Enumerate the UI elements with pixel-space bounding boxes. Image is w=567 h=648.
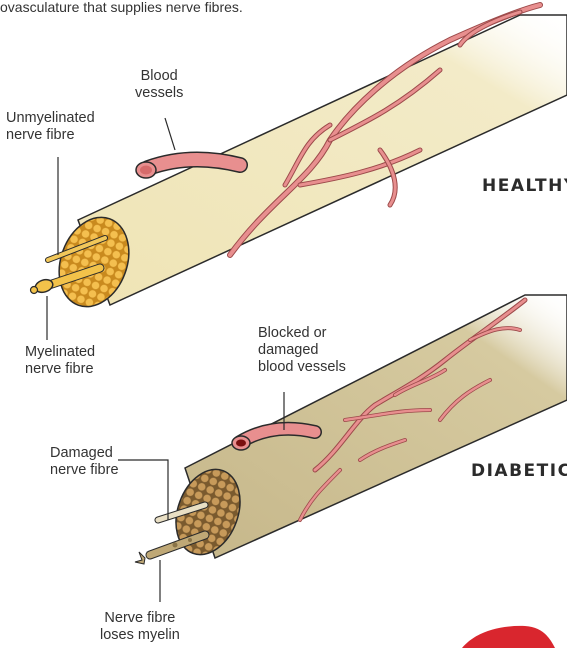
label-blocked-blood-vessels: Blocked or damaged blood vessels (258, 325, 346, 376)
healthy-heading: HEALTHY (482, 176, 567, 196)
red-badge (462, 626, 555, 648)
diabetic-heading: DIABETIC (471, 461, 567, 481)
label-myelinated-nerve-fibre: Myelinated nerve fibre (25, 344, 95, 378)
diabetic-nerve (185, 295, 567, 558)
caption: ovasculature that supplies nerve fibres. (0, 0, 243, 15)
leader-damaged-fibre (118, 460, 168, 520)
label-unmyelinated-nerve-fibre: Unmyelinated nerve fibre (6, 110, 95, 144)
leader-blood-vessels (165, 118, 175, 150)
label-damaged-nerve-fibre: Damaged nerve fibre (50, 445, 119, 479)
label-blood-vessels: Blood vessels (135, 68, 183, 102)
healthy-nerve (78, 5, 567, 305)
label-nerve-fibre-loses-myelin: Nerve fibre loses myelin (100, 610, 180, 644)
